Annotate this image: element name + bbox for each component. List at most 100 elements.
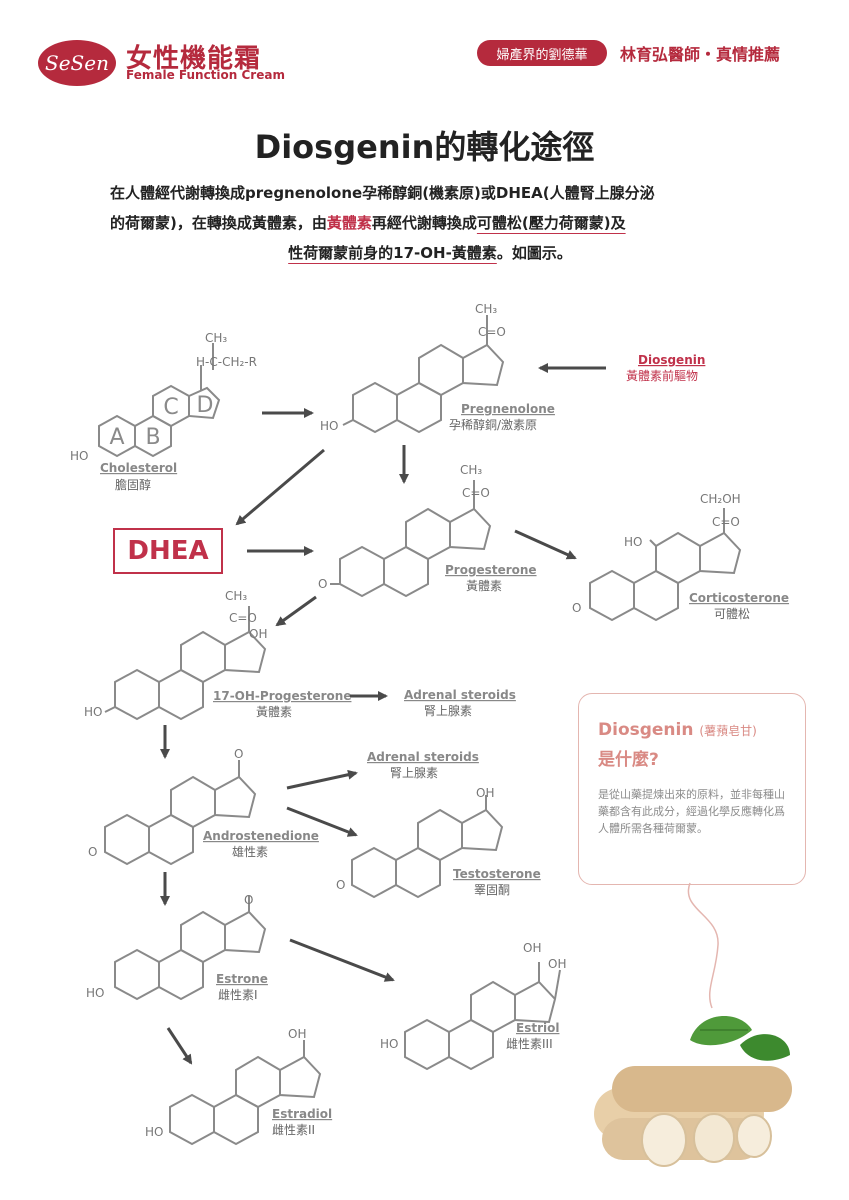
intro-text: pregnenolone (245, 184, 363, 202)
label-estrone-zh: 雌性素I (218, 987, 258, 1002)
intro-text: DHEA (495, 184, 543, 202)
atom-label: HO (145, 1125, 163, 1139)
atom-label: C=O (712, 515, 740, 529)
label-adrenal-steroids-2: Adrenal steroids (367, 750, 479, 764)
ring-label-d: D (197, 393, 214, 418)
info-box-subtitle: 是什麼? (598, 750, 659, 770)
arrow-estrone-estriol (289, 938, 395, 982)
label-testosterone-zh: 睪固酮 (474, 883, 510, 897)
info-box-body: 是從山藥提煉出來的原料，並非每種山藥都含有此成分，經過化學反應轉化爲人體所需各種… (598, 788, 785, 835)
progesterone-structure (330, 480, 492, 598)
17oh-progesterone-structure (104, 606, 267, 721)
info-box-title: Diosgenin (薯蕷皂甘) (598, 720, 757, 740)
label-estradiol: Estradiol (272, 1107, 332, 1121)
atom-label: HO (70, 449, 88, 463)
info-box (578, 693, 806, 885)
atom-label: HO (86, 986, 104, 1000)
decorative-squiggle (687, 882, 719, 1009)
estriol-structure (404, 962, 561, 1071)
intro-text: 在人體經代謝轉換成 (110, 184, 246, 202)
dhea-box: DHEA (113, 528, 223, 574)
estradiol-structure (169, 1040, 322, 1146)
pathway-arrows (160, 363, 606, 1065)
atom-label: O (336, 878, 345, 892)
intro-underlined: 可體松(壓力荷爾蒙)及 (476, 214, 626, 232)
label-corticosterone-zh: 可體松 (714, 607, 750, 621)
arrow-androstenedione-adrenal (286, 769, 358, 790)
label-adrenal-steroids-2-zh: 腎上腺素 (390, 766, 438, 780)
atom-label: C=O (478, 325, 506, 339)
corticosterone-structure (589, 508, 742, 622)
ring-label-b: B (145, 425, 160, 450)
pregnenolone-structure (342, 315, 505, 434)
label-corticosterone: Corticosterone (689, 591, 789, 605)
label-17oh-progesterone-zh: 黃體素 (256, 705, 292, 719)
label-androstenedione-zh: 雄性素 (232, 844, 268, 859)
label-estriol-zh: 雌性素III (506, 1036, 553, 1051)
brand-title: 女性機能霜 (126, 44, 262, 74)
brand-subtitle: Female Function Cream (126, 68, 285, 82)
intro-text: 。如圖示。 (496, 244, 572, 262)
page-title: Diosgenin的轉化途徑 (254, 128, 595, 166)
ring-label-a: A (109, 425, 124, 450)
label-cholesterol-zh: 膽固醇 (115, 477, 151, 492)
intro-text: (人體腎上腺分泌 (542, 184, 655, 202)
arrow-androstenedione-testosterone (286, 806, 358, 837)
label-estriol: Estriol (516, 1021, 559, 1035)
label-testosterone: Testosterone (453, 867, 541, 881)
label-cholesterol: Cholesterol (100, 461, 177, 475)
label-pregnenolone-zh: 孕稀醇銅/激素原 (449, 417, 537, 432)
atom-label: O (318, 577, 327, 591)
atom-label: HO (380, 1037, 398, 1051)
intro-highlight: 黃體素 (326, 214, 372, 232)
brand-logo: SeSen (38, 40, 116, 86)
atom-label: OH (288, 1027, 306, 1041)
steroid-structures (98, 315, 742, 1146)
atom-label: CH₃ (460, 463, 482, 477)
label-estradiol-zh: 雌性素II (272, 1122, 315, 1137)
label-pregnenolone: Pregnenolone (461, 402, 555, 416)
atom-label: O (244, 893, 253, 907)
cholesterol-structure (98, 343, 221, 458)
label-diosgenin: Diosgenin (638, 353, 705, 367)
ring-label-c: C (163, 395, 178, 420)
atom-label: OH (476, 786, 494, 800)
atom-label: CH₃ (205, 331, 227, 345)
doctor-endorsement: 林育弘醫師・真情推薦 (620, 45, 781, 64)
atom-label: CH₂OH (700, 492, 741, 506)
atom-label: OH (249, 627, 267, 641)
label-estrone: Estrone (216, 972, 268, 986)
atom-label: O (572, 601, 581, 615)
label-progesterone: Progesterone (445, 563, 537, 577)
label-diosgenin-zh: 黃體素前驅物 (626, 368, 698, 383)
estrone-structure (114, 896, 267, 1001)
atom-label: OH (548, 957, 566, 971)
arrow-estrone-estradiol (166, 1027, 193, 1065)
intro-paragraph: 在人體經代謝轉換成pregnenolone孕稀醇銅(機素原)或DHEA(人體腎上… (110, 178, 750, 268)
atom-label: H-C-CH₂-R (196, 355, 257, 369)
label-adrenal-steroids-1: Adrenal steroids (404, 688, 516, 702)
testosterone-structure (351, 795, 504, 899)
atom-label: HO (320, 419, 338, 433)
arrow-progesterone-corticosterone (514, 529, 577, 560)
intro-text: 的荷爾蒙)，在轉換成黃體素，由 (110, 214, 327, 232)
label-17oh-progesterone: 17-OH-Progesterone (213, 689, 351, 703)
intro-text: 孕稀醇銅(機素原)或 (362, 184, 496, 202)
atom-label: CH₃ (475, 302, 497, 316)
atom-label: HO (624, 535, 642, 549)
label-adrenal-steroids-1-zh: 腎上腺素 (424, 704, 472, 718)
intro-underlined: 性荷爾蒙前身的17-OH-黃體素 (288, 244, 497, 262)
atom-label: OH (523, 941, 541, 955)
info-box-title-zh: (薯蕷皂甘) (699, 724, 757, 738)
intro-text: 再經代謝轉換成 (371, 214, 477, 232)
label-progesterone-zh: 黃體素 (466, 579, 502, 593)
androstenedione-structure (104, 760, 257, 866)
yam-illustration (594, 1016, 792, 1167)
atom-label: O (234, 747, 243, 761)
atom-label: HO (84, 705, 102, 719)
atom-label: CH₃ (225, 589, 247, 603)
label-androstenedione: Androstenedione (203, 829, 319, 843)
arrow-progesterone-17oh (275, 595, 317, 627)
endorsement-badge: 婦產界的劉德華 (477, 40, 607, 66)
